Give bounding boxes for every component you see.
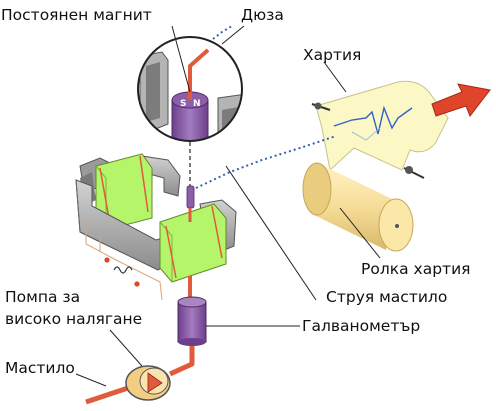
nozzle-tube <box>186 142 195 222</box>
arrow-right-icon <box>431 83 491 118</box>
signal-input-wires <box>85 218 163 301</box>
label-ink: Мастило <box>5 359 75 377</box>
ink-jet-stream <box>195 25 337 189</box>
label-nozzle: Дюза <box>241 6 284 24</box>
lower-coil <box>159 203 227 283</box>
magnet-zoom-circle: S N <box>137 36 243 142</box>
label-galvanometer: Галванометър <box>302 317 420 335</box>
pump-icon <box>125 365 171 401</box>
leader-lines <box>75 25 381 387</box>
galvanometer-cylinder <box>177 276 207 346</box>
pole-n-label: N <box>193 99 201 109</box>
pole-s-label: S <box>180 99 186 109</box>
label-paper: Хартия <box>303 46 361 64</box>
paper-roll <box>302 162 414 252</box>
label-ink-jet: Струя мастило <box>326 288 447 306</box>
ink-supply-tube <box>85 346 195 405</box>
paper-sheet <box>315 80 449 171</box>
label-paper-roll: Ролка хартия <box>361 260 470 278</box>
label-pump-line1: Помпа за <box>5 288 80 306</box>
recorded-trace <box>333 105 413 135</box>
label-permanent-magnet: Постоянен магнит <box>1 6 152 24</box>
label-pump-line2: високо налягане <box>5 310 142 328</box>
paper-axle <box>311 102 425 179</box>
